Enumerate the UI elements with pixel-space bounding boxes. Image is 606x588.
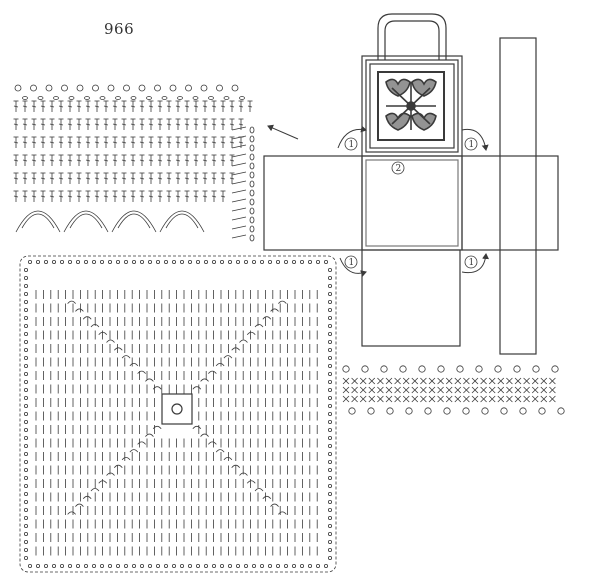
square-center-motif xyxy=(161,393,193,425)
border-strip-chart xyxy=(342,365,565,415)
base-panel-inner xyxy=(365,159,459,247)
panel-label-base: 2 xyxy=(396,164,402,174)
right-side-panel xyxy=(461,155,559,251)
panel-label-right-top: 1 xyxy=(469,140,475,150)
pattern-number: 966 xyxy=(104,20,135,38)
panel-label-left-top: 1 xyxy=(349,140,355,150)
panel-label-left-bottom: 1 xyxy=(349,258,355,268)
panel-label-right-bottom: 1 xyxy=(469,258,475,268)
base-panel xyxy=(361,155,463,251)
motif-frame xyxy=(377,71,445,141)
pointer-arrow-icon xyxy=(267,124,299,140)
front-panel-inner xyxy=(369,63,455,149)
square-motif-chart xyxy=(19,255,337,573)
front-panel-mid xyxy=(365,59,459,153)
motif-flower-icon xyxy=(385,78,437,131)
bag-handle xyxy=(377,13,447,60)
bottom-panel xyxy=(361,249,461,347)
square-outline xyxy=(19,255,337,573)
left-side-panel xyxy=(263,155,363,251)
bag-handle-inner xyxy=(384,20,440,60)
edging-stitch-chart xyxy=(13,84,255,242)
gusset-strip xyxy=(499,37,537,355)
curved-arrow-icon xyxy=(337,125,490,277)
bag-assembly-diagram xyxy=(263,13,559,355)
